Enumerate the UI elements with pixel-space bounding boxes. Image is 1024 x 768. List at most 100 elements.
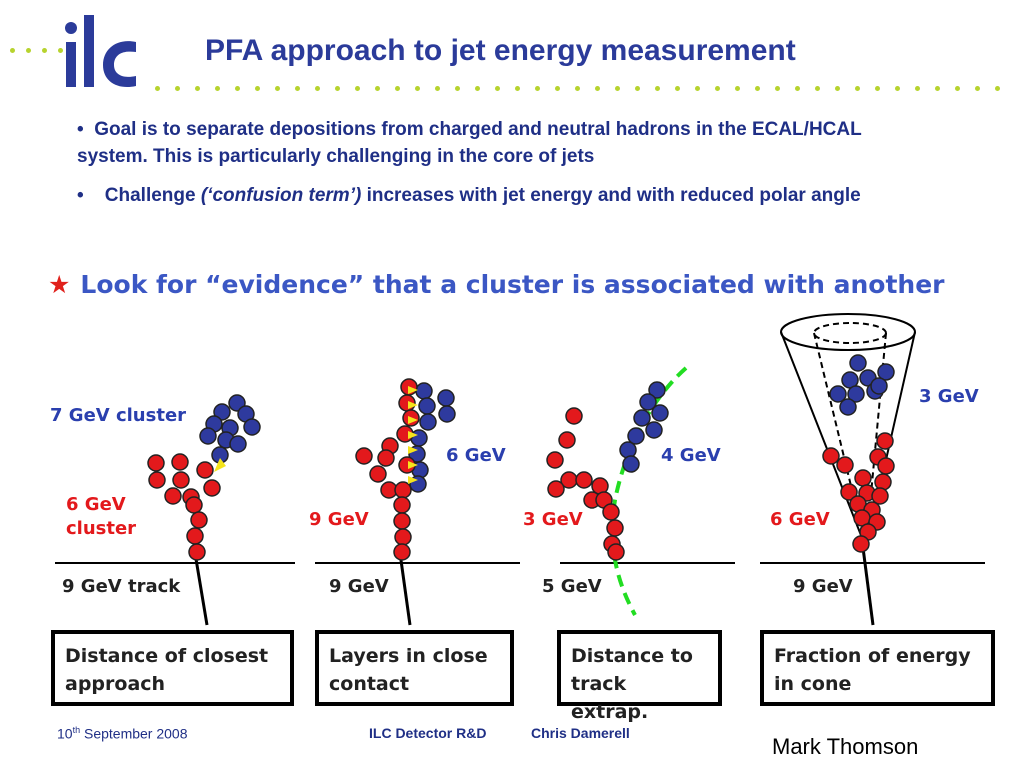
red-hit	[190, 511, 208, 529]
ilc-logo: ilc	[65, 15, 136, 88]
caption-box-2: Layers in close contact	[315, 630, 514, 706]
footer-date-day: 10	[57, 725, 73, 742]
header-dot	[875, 86, 880, 91]
header-dot	[58, 48, 63, 53]
red-hit	[836, 456, 854, 474]
red-hit	[188, 543, 206, 561]
blue-hit	[633, 409, 651, 427]
header-dot	[255, 86, 260, 91]
caption-box-4: Fraction of energy in cone	[760, 630, 995, 706]
blue-hit	[418, 397, 436, 415]
track-line-4	[860, 539, 875, 626]
header-dot	[635, 86, 640, 91]
caption-box-3-line2: track extrap.	[571, 673, 649, 723]
header-dot	[195, 86, 200, 91]
blue-hit	[619, 441, 637, 459]
blue-hit	[639, 393, 657, 411]
star-icon: ★	[48, 270, 71, 299]
footer-presenter: Chris Damerell	[531, 725, 630, 741]
caption-box-4-line1: Fraction of energy	[774, 645, 971, 667]
red-hit	[871, 487, 889, 505]
blue-hit	[229, 435, 247, 453]
red-hit	[377, 449, 395, 467]
header-dot	[455, 86, 460, 91]
caption-box-4-line2: in cone	[774, 673, 852, 695]
panel2-red-label: 9 GeV	[309, 509, 369, 530]
contact-arrow-icon	[408, 401, 418, 409]
red-hit	[147, 454, 165, 472]
header-dot	[475, 86, 480, 91]
footer-date-sup: th	[72, 725, 81, 735]
blue-hit	[419, 413, 437, 431]
red-hit	[852, 535, 870, 553]
red-hit	[575, 471, 593, 489]
panel4-blue-label: 3 GeV	[919, 386, 979, 407]
contact-arrow-icon	[408, 386, 418, 394]
footer-date-rest: September 2008	[80, 725, 188, 742]
header-dot	[435, 86, 440, 91]
header-dot	[395, 86, 400, 91]
red-hit	[877, 457, 895, 475]
red-hit	[607, 543, 625, 561]
red-hit	[394, 528, 412, 546]
blue-hit	[415, 382, 433, 400]
panel3-track-label: 5 GeV	[542, 576, 602, 597]
bullet-2-post: increases with jet energy and with reduc…	[361, 185, 861, 206]
red-hit	[393, 512, 411, 530]
header-dot	[275, 86, 280, 91]
header-dot	[415, 86, 420, 91]
header-dot	[615, 86, 620, 91]
look-for-heading: ★Look for “evidence” that a cluster is a…	[48, 270, 945, 299]
contact-arrow-icon	[408, 416, 418, 424]
footer-event: ILC Detector R&D	[369, 725, 487, 741]
red-hit	[203, 479, 221, 497]
caption-box-1-line2: approach	[65, 673, 166, 695]
header-dot	[815, 86, 820, 91]
author-credit: Mark Thomson	[772, 734, 919, 759]
red-hit	[547, 480, 565, 498]
header-dot	[175, 86, 180, 91]
red-hit	[196, 461, 214, 479]
blue-hit	[847, 385, 865, 403]
header-dot	[295, 86, 300, 91]
track-line-2	[398, 552, 412, 626]
panel1-track-label: 9 GeV track	[62, 576, 181, 597]
red-hit	[164, 487, 182, 505]
red-hit	[546, 451, 564, 469]
bullet-1: • Goal is to separate depositions from c…	[77, 119, 862, 167]
header-dot	[555, 86, 560, 91]
header-dot	[895, 86, 900, 91]
header-dot	[495, 86, 500, 91]
blue-hit	[645, 421, 663, 439]
red-hit	[558, 431, 576, 449]
panel3-blue-label: 4 GeV	[661, 445, 721, 466]
header-dot	[935, 86, 940, 91]
red-hit	[148, 471, 166, 489]
header-dot	[595, 86, 600, 91]
header-dot	[355, 86, 360, 91]
header-dot	[955, 86, 960, 91]
red-hit	[840, 483, 858, 501]
panel1-blue-label: 7 GeV cluster	[50, 405, 187, 426]
red-hit	[602, 503, 620, 521]
blue-hit	[622, 455, 640, 473]
header-dot	[755, 86, 760, 91]
blue-hit	[849, 354, 867, 372]
panel2-blue-label: 6 GeV	[446, 445, 506, 466]
caption-box-3-line1: Distance to	[571, 645, 693, 667]
blue-hit	[870, 377, 888, 395]
red-hit	[876, 432, 894, 450]
header-dot	[835, 86, 840, 91]
bullet-2-italic: (‘confusion term’)	[200, 185, 362, 206]
blue-hit	[199, 427, 217, 445]
header-dot	[375, 86, 380, 91]
blue-hit	[648, 381, 666, 399]
blue-hit	[437, 389, 455, 407]
contact-arrow-icon	[408, 431, 418, 439]
track-line-1	[193, 552, 209, 626]
header-dot	[155, 86, 160, 91]
caption-box-2-line1: Layers in close	[329, 645, 488, 667]
red-hit	[393, 543, 411, 561]
header-dot	[535, 86, 540, 91]
